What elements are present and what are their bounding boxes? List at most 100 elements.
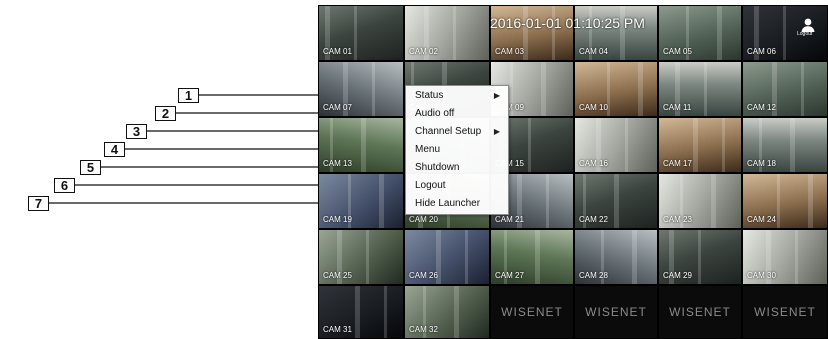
- camera-tile[interactable]: CAM 11: [658, 61, 742, 117]
- camera-label: CAM 02: [409, 47, 438, 56]
- footage-detail: [372, 62, 375, 116]
- menu-item[interactable]: Channel Setup▶: [406, 123, 508, 140]
- submenu-arrow-icon: ▶: [493, 127, 500, 136]
- camera-tile[interactable]: CAM 30: [742, 229, 828, 285]
- camera-tile[interactable]: CAM 07: [318, 61, 404, 117]
- wisenet-logo: WISENET: [669, 305, 731, 319]
- user-icon[interactable]: [800, 17, 816, 33]
- footage-detail: [504, 230, 507, 284]
- wisenet-logo: WISENET: [585, 305, 647, 319]
- footage-detail: [384, 286, 387, 338]
- callout-number: 7: [28, 196, 49, 211]
- footage-detail: [546, 174, 549, 228]
- camera-label: CAM 05: [663, 47, 692, 56]
- camera-tile[interactable]: CAM 26: [404, 229, 490, 285]
- camera-tile[interactable]: CAM 13: [318, 117, 404, 173]
- camera-tile[interactable]: CAM 27: [490, 229, 574, 285]
- camera-label: CAM 01: [323, 47, 352, 56]
- footage-detail: [436, 230, 441, 284]
- footage-detail: [361, 118, 366, 172]
- wisenet-logo: WISENET: [501, 305, 563, 319]
- camera-label: CAM 23: [663, 215, 692, 224]
- footage-detail: [330, 118, 333, 172]
- camera-label: CAM 24: [747, 215, 776, 224]
- footage-detail: [625, 118, 628, 172]
- footage-detail: [348, 174, 351, 228]
- footage-detail: [766, 230, 771, 284]
- camera-tile[interactable]: CAM 05: [658, 5, 742, 61]
- footage-detail: [693, 118, 698, 172]
- empty-channel-tile: WISENET: [658, 285, 742, 339]
- camera-label: CAM 13: [323, 159, 352, 168]
- menu-item[interactable]: Shutdown: [406, 159, 508, 176]
- camera-tile[interactable]: CAM 17: [658, 117, 742, 173]
- callout-number: 3: [126, 124, 147, 139]
- menu-item[interactable]: Status▶: [406, 87, 508, 104]
- footage-detail: [620, 6, 625, 60]
- empty-channel-tile: WISENET: [742, 285, 828, 339]
- footage-detail: [669, 230, 674, 284]
- camera-tile[interactable]: CAM 29: [658, 229, 742, 285]
- footage-detail: [777, 174, 780, 228]
- footage-detail: [528, 118, 531, 172]
- camera-tile[interactable]: CAM 12: [742, 61, 828, 117]
- camera-label: CAM 22: [579, 215, 608, 224]
- menu-item[interactable]: Logout: [406, 177, 508, 194]
- camera-tile[interactable]: CAM 16: [574, 117, 658, 173]
- footage-detail: [596, 118, 601, 172]
- footage-detail: [423, 286, 426, 338]
- camera-label: CAM 12: [747, 103, 776, 112]
- menu-item-label: Shutdown: [415, 162, 460, 173]
- camera-label: CAM 07: [323, 103, 352, 112]
- camera-tile[interactable]: CAM 04: [574, 5, 658, 61]
- camera-tile[interactable]: CAM 03: [490, 5, 574, 61]
- footage-detail: [366, 230, 369, 284]
- footage-detail: [783, 6, 786, 60]
- menu-item-label: Audio off: [415, 108, 455, 119]
- camera-label: CAM 19: [323, 215, 352, 224]
- footage-detail: [343, 62, 348, 116]
- footage-detail: [795, 230, 798, 284]
- camera-tile[interactable]: CAM 32: [404, 285, 490, 339]
- footage-detail: [523, 6, 528, 60]
- footage-detail: [772, 62, 777, 116]
- callout-number: 6: [54, 178, 75, 193]
- user-caption: Logout: [797, 31, 813, 37]
- wisenet-logo: WISENET: [754, 305, 816, 319]
- camera-tile[interactable]: CAM 22: [574, 173, 658, 229]
- camera-tile[interactable]: CAM 19: [318, 173, 404, 229]
- submenu-arrow-icon: ▶: [493, 91, 500, 100]
- camera-label: CAM 25: [323, 271, 352, 280]
- footage-detail: [638, 62, 643, 116]
- footage-detail: [552, 6, 555, 60]
- menu-item[interactable]: Audio off: [406, 105, 508, 122]
- footage-detail: [453, 6, 456, 60]
- footage-detail: [808, 174, 813, 228]
- camera-tile[interactable]: CAM 02: [404, 5, 490, 61]
- empty-channel-tile: WISENET: [490, 285, 574, 339]
- footage-detail: [790, 118, 795, 172]
- menu-item[interactable]: Hide Launcher: [406, 195, 508, 212]
- camera-tile[interactable]: CAM 10: [574, 61, 658, 117]
- footage-detail: [704, 62, 707, 116]
- camera-tile[interactable]: CAM 23: [658, 173, 742, 229]
- camera-tile[interactable]: CAM 01: [318, 5, 404, 61]
- camera-tile[interactable]: CAM 25: [318, 229, 404, 285]
- footage-detail: [711, 174, 716, 228]
- camera-label: CAM 28: [579, 271, 608, 280]
- camera-label: CAM 31: [323, 325, 352, 334]
- camera-label: CAM 06: [747, 47, 776, 56]
- camera-tile[interactable]: CAM 31: [318, 285, 404, 339]
- camera-tile[interactable]: CAM 28: [574, 229, 658, 285]
- camera-tile[interactable]: CAM 24: [742, 173, 828, 229]
- camera-tile[interactable]: CAM 18: [742, 117, 828, 173]
- menu-item[interactable]: Menu: [406, 141, 508, 158]
- camera-label: CAM 11: [663, 103, 692, 112]
- footage-detail: [589, 6, 592, 60]
- camera-label: CAM 26: [409, 271, 438, 280]
- footage-detail: [601, 230, 604, 284]
- camera-tile[interactable]: CAM 06: [742, 5, 828, 61]
